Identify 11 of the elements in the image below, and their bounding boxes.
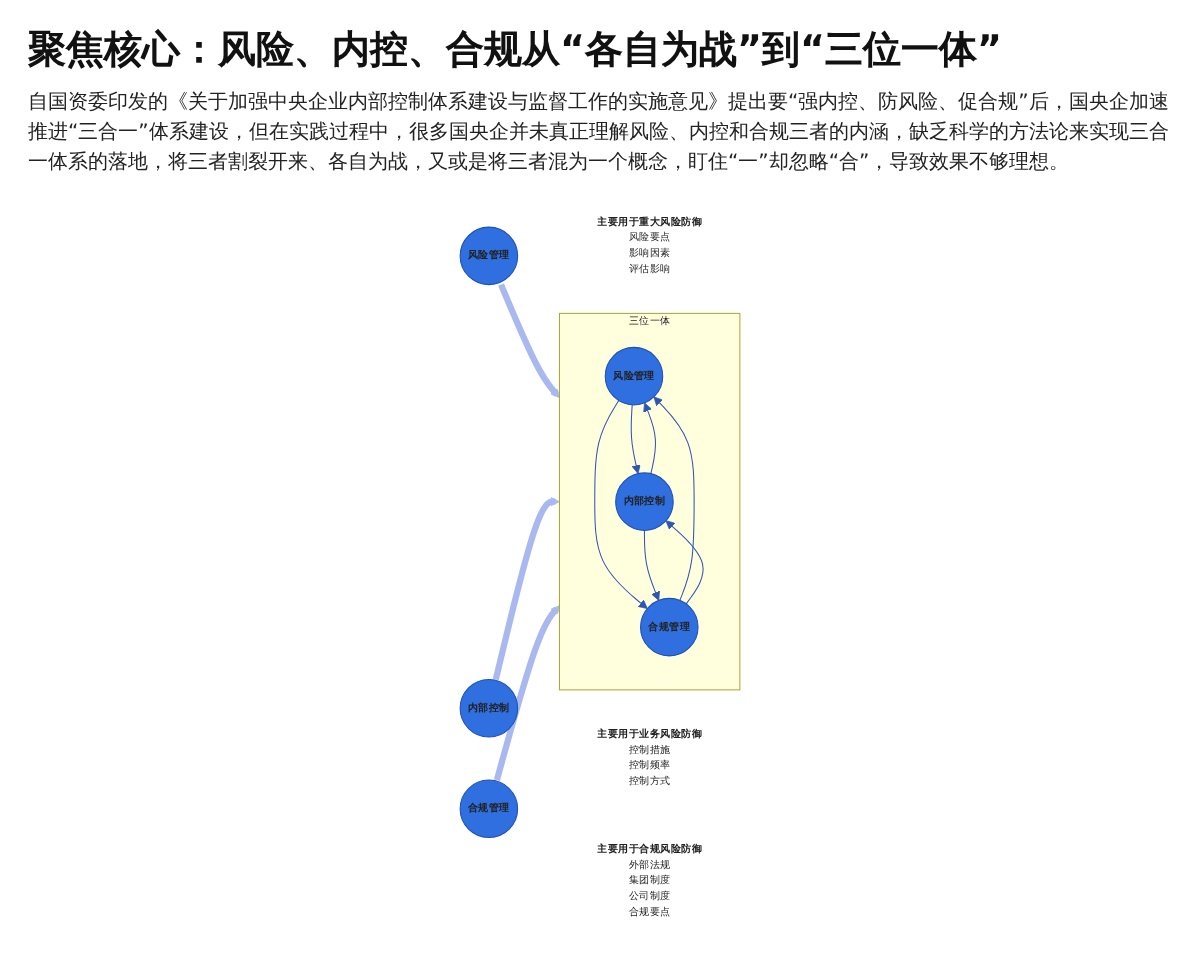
title: 聚焦核心：风险、内控、合规从“各自为战”到“三位一体” <box>28 26 1004 76</box>
arrow <box>594 400 648 610</box>
arrow <box>653 396 695 601</box>
intro-paragraph: 自国资委印发的《关于加强中央企业内部控制体系建设与监督工作的实施意见》提出要“强内控、防风险、促合规”后，国央企加速推进“三合一”体系建设，但在实践过程中，很多国央企并未真正理解风险、内控和合规三者的内涵，缺乏科学的方法论来实现三合一体系的落地，将三者割裂开来、各自为战，又或是将三者混为一个概念，盯住“一”却忽略“合”，导致效果不够理想。 <box>28 89 1171 178</box>
arrow <box>630 404 641 475</box>
arrow <box>492 497 560 681</box>
arrow <box>643 529 660 601</box>
arrow <box>493 605 560 781</box>
arrow <box>643 402 657 475</box>
arrow <box>665 520 704 605</box>
arrow <box>498 283 560 399</box>
